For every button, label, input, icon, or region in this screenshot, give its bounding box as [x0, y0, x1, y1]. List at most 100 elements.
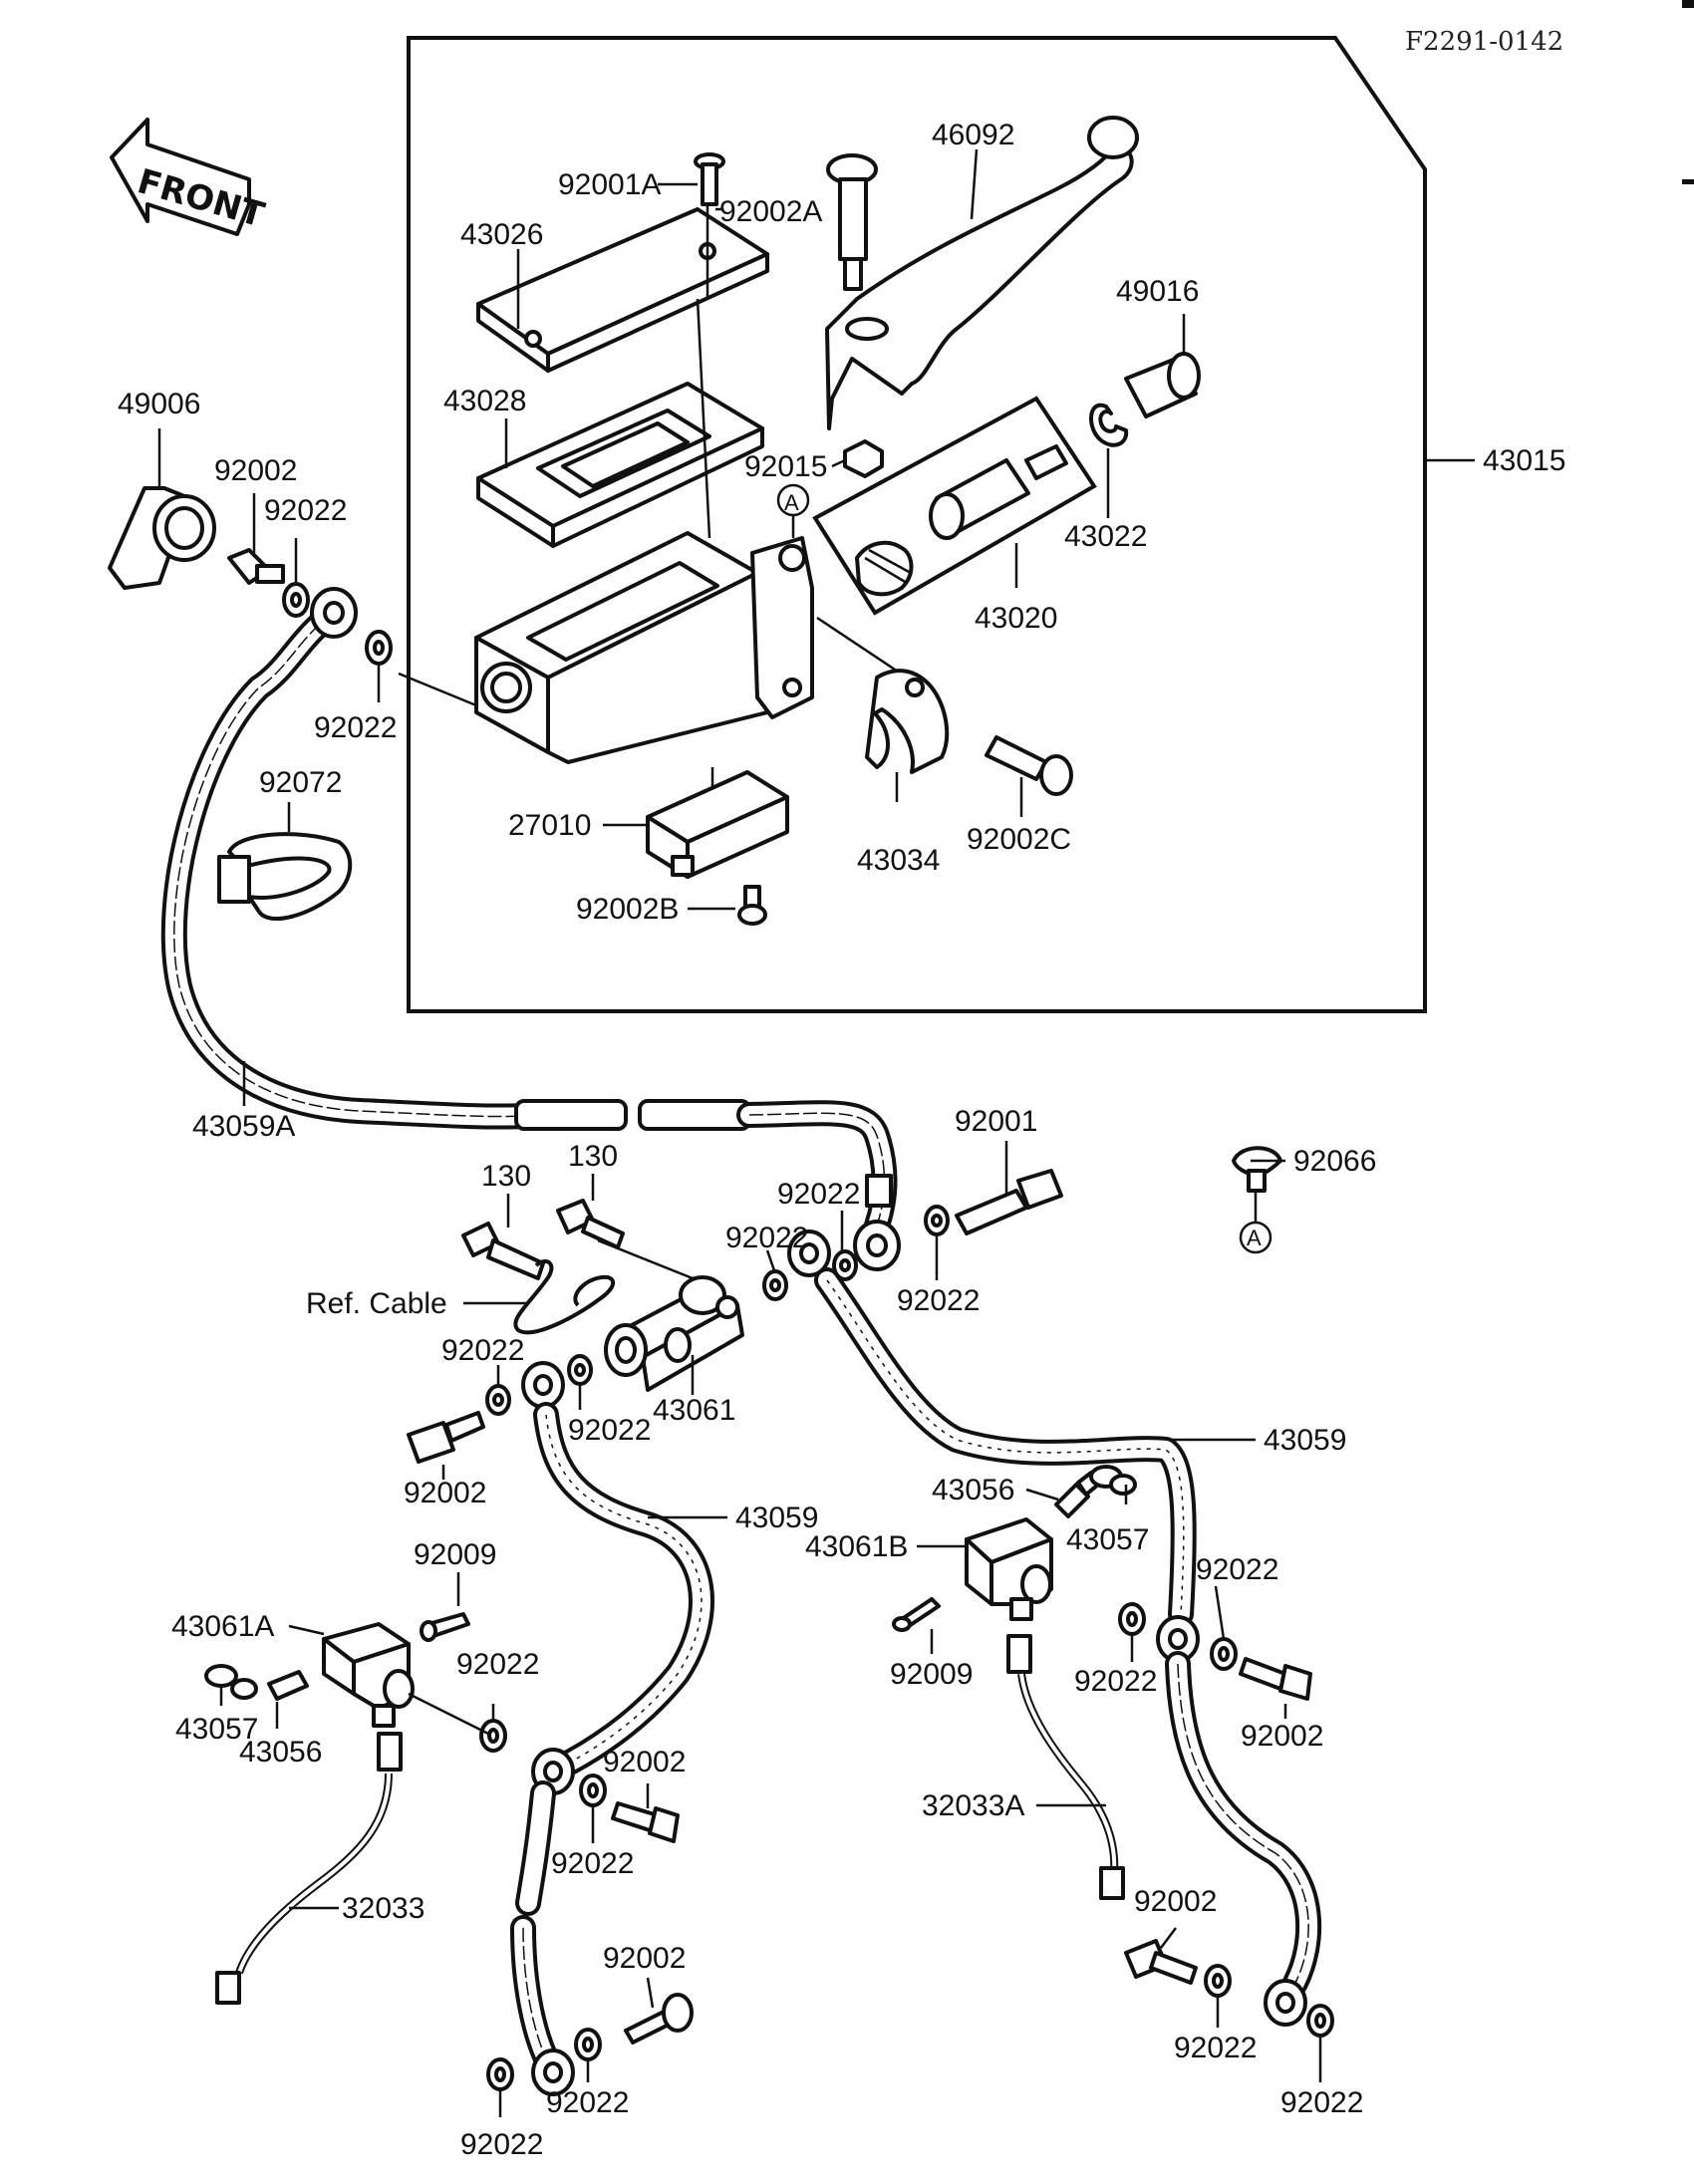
banjo-bolt-92002-mid: [407, 1411, 485, 1464]
label-43028: 43028: [443, 385, 526, 417]
pivot-bolt-92002A: [826, 153, 878, 291]
joint-43061B: [965, 1517, 1053, 1621]
assembly-frame: [407, 36, 1427, 1013]
washer-92022-b2: [486, 2057, 514, 2091]
brake-pipe-32033: [215, 1773, 393, 2005]
label-92022-l1: 92022: [456, 1648, 539, 1681]
washer-92022-top-1: [282, 582, 310, 618]
assembly-axis-3: [816, 616, 908, 680]
banjo-bolt-92002-b2: [1124, 1939, 1198, 1985]
cap-92066: [1232, 1146, 1282, 1193]
label-92001: 92001: [955, 1105, 1037, 1138]
washer-92022-mid-4: [485, 1384, 511, 1416]
label-92072: 92072: [259, 766, 342, 799]
reference-circle-a-top: [776, 483, 810, 517]
bushing-49016: [1124, 352, 1201, 418]
part-labels: 92001A 92002A 46092 43026 49016 49006 43…: [118, 119, 1565, 2161]
label-43059-c: 43059: [735, 1502, 818, 1534]
label-43061B: 43061B: [805, 1530, 908, 1563]
label-130-b: 130: [568, 1140, 618, 1173]
label-92002-b2: 92002: [1134, 1885, 1217, 1918]
bolt-130-a: [461, 1222, 545, 1280]
label-92022-m1: 92022: [777, 1178, 860, 1211]
label-92002-m: 92002: [404, 1477, 486, 1509]
label-92001A: 92001A: [558, 168, 661, 201]
brake-lever: [825, 116, 1139, 430]
washer-92022-mid-2: [832, 1249, 858, 1281]
label-49006: 49006: [118, 388, 200, 420]
reference-circle-a-bottom: [1239, 1221, 1272, 1254]
bolt-130-b: [556, 1199, 625, 1249]
label-92022-top-1: 92022: [264, 494, 347, 527]
bleeder-cap-43057-right: [1089, 1465, 1137, 1496]
label-92002-r1: 92002: [1241, 1720, 1323, 1753]
reservoir-cap: [476, 207, 769, 373]
banjo-bolt-92002-r1: [1239, 1657, 1312, 1701]
label-92022-b3: 92022: [1174, 2032, 1257, 2064]
banjo-bolt-92002-l1: [611, 1801, 680, 1843]
bolt-92002C: [985, 735, 1073, 796]
edge-mark-mid: [1682, 179, 1694, 184]
label-92002A: 92002A: [719, 195, 822, 228]
label-92022-m5: 92022: [568, 1414, 651, 1447]
washer-92022-b3: [1204, 1964, 1232, 1998]
bleeder-43056-left: [267, 1670, 309, 1701]
assembly-axis-1: [696, 298, 711, 539]
front-arrow-icon: FRONT: [110, 118, 269, 236]
label-92022-m4: 92022: [441, 1334, 524, 1367]
label-a-top: A: [784, 490, 799, 515]
label-a-bottom: A: [1247, 1226, 1262, 1250]
screw-92009-left: [420, 1612, 470, 1642]
label-43059-r: 43059: [1264, 1424, 1346, 1457]
label-92002C: 92002C: [967, 823, 1071, 856]
washer-92022-top-2: [365, 630, 393, 666]
label-92022-b1: 92022: [546, 2086, 629, 2119]
reservoir-diaphragm: [476, 382, 764, 548]
label-49016: 49016: [1116, 275, 1199, 308]
label-43034: 43034: [857, 844, 940, 877]
washer-92022-mid-1: [762, 1269, 788, 1301]
banjo-bolt-92002-b1: [624, 1993, 694, 2045]
screw-92001A: [694, 152, 725, 206]
label-43056-r: 43056: [932, 1474, 1014, 1506]
washer-92022-l2: [579, 1774, 607, 1807]
diagram-code: F2291-0142: [1405, 27, 1563, 57]
hose-43059A: [160, 587, 901, 1271]
joint-43061A: [322, 1622, 415, 1772]
washer-92022-r2: [1210, 1637, 1238, 1671]
assembly-axis-6: [408, 1692, 489, 1736]
screw-92002B: [737, 885, 767, 926]
master-cylinder-body: [474, 531, 814, 764]
label-43056-l: 43056: [239, 1736, 322, 1769]
washer-92022-r1: [1118, 1602, 1146, 1636]
bleeder-cap-43057-left: [204, 1664, 258, 1700]
label-92022-r2: 92022: [1074, 1665, 1157, 1698]
label-92009-l: 92009: [414, 1538, 496, 1571]
three-way-joint-43061: [604, 1275, 744, 1392]
handlebar-clamp-43034: [865, 669, 950, 774]
label-43059A: 43059A: [192, 1110, 295, 1143]
label-46092: 46092: [932, 119, 1014, 151]
washer-92022-l1: [479, 1719, 507, 1753]
label-32033: 32033: [342, 1892, 424, 1925]
screw-92009-right: [892, 1597, 941, 1632]
edge-mark-top: [1682, 0, 1694, 8]
label-92022-r1: 92022: [1196, 1553, 1278, 1586]
label-92002-l1: 92002: [603, 1746, 686, 1778]
snap-ring-43022: [1088, 403, 1129, 447]
label-92022-l2: 92022: [551, 1847, 634, 1880]
label-43057-r: 43057: [1066, 1523, 1149, 1556]
label-43020: 43020: [975, 602, 1057, 635]
label-92002B: 92002B: [576, 893, 679, 926]
washer-92022-b4: [1306, 2004, 1334, 2038]
hose-band-92072: [217, 832, 353, 922]
assembly-axis-5: [597, 1238, 699, 1282]
label-ref-cable: Ref. Cable: [306, 1287, 447, 1320]
label-92022-b2: 92022: [460, 2128, 543, 2161]
washer-92022-b1: [574, 2028, 602, 2061]
label-92015: 92015: [744, 450, 827, 483]
cap-49006: [108, 486, 216, 590]
label-43061A: 43061A: [171, 1610, 274, 1643]
label-92022-b4: 92022: [1280, 2086, 1363, 2119]
